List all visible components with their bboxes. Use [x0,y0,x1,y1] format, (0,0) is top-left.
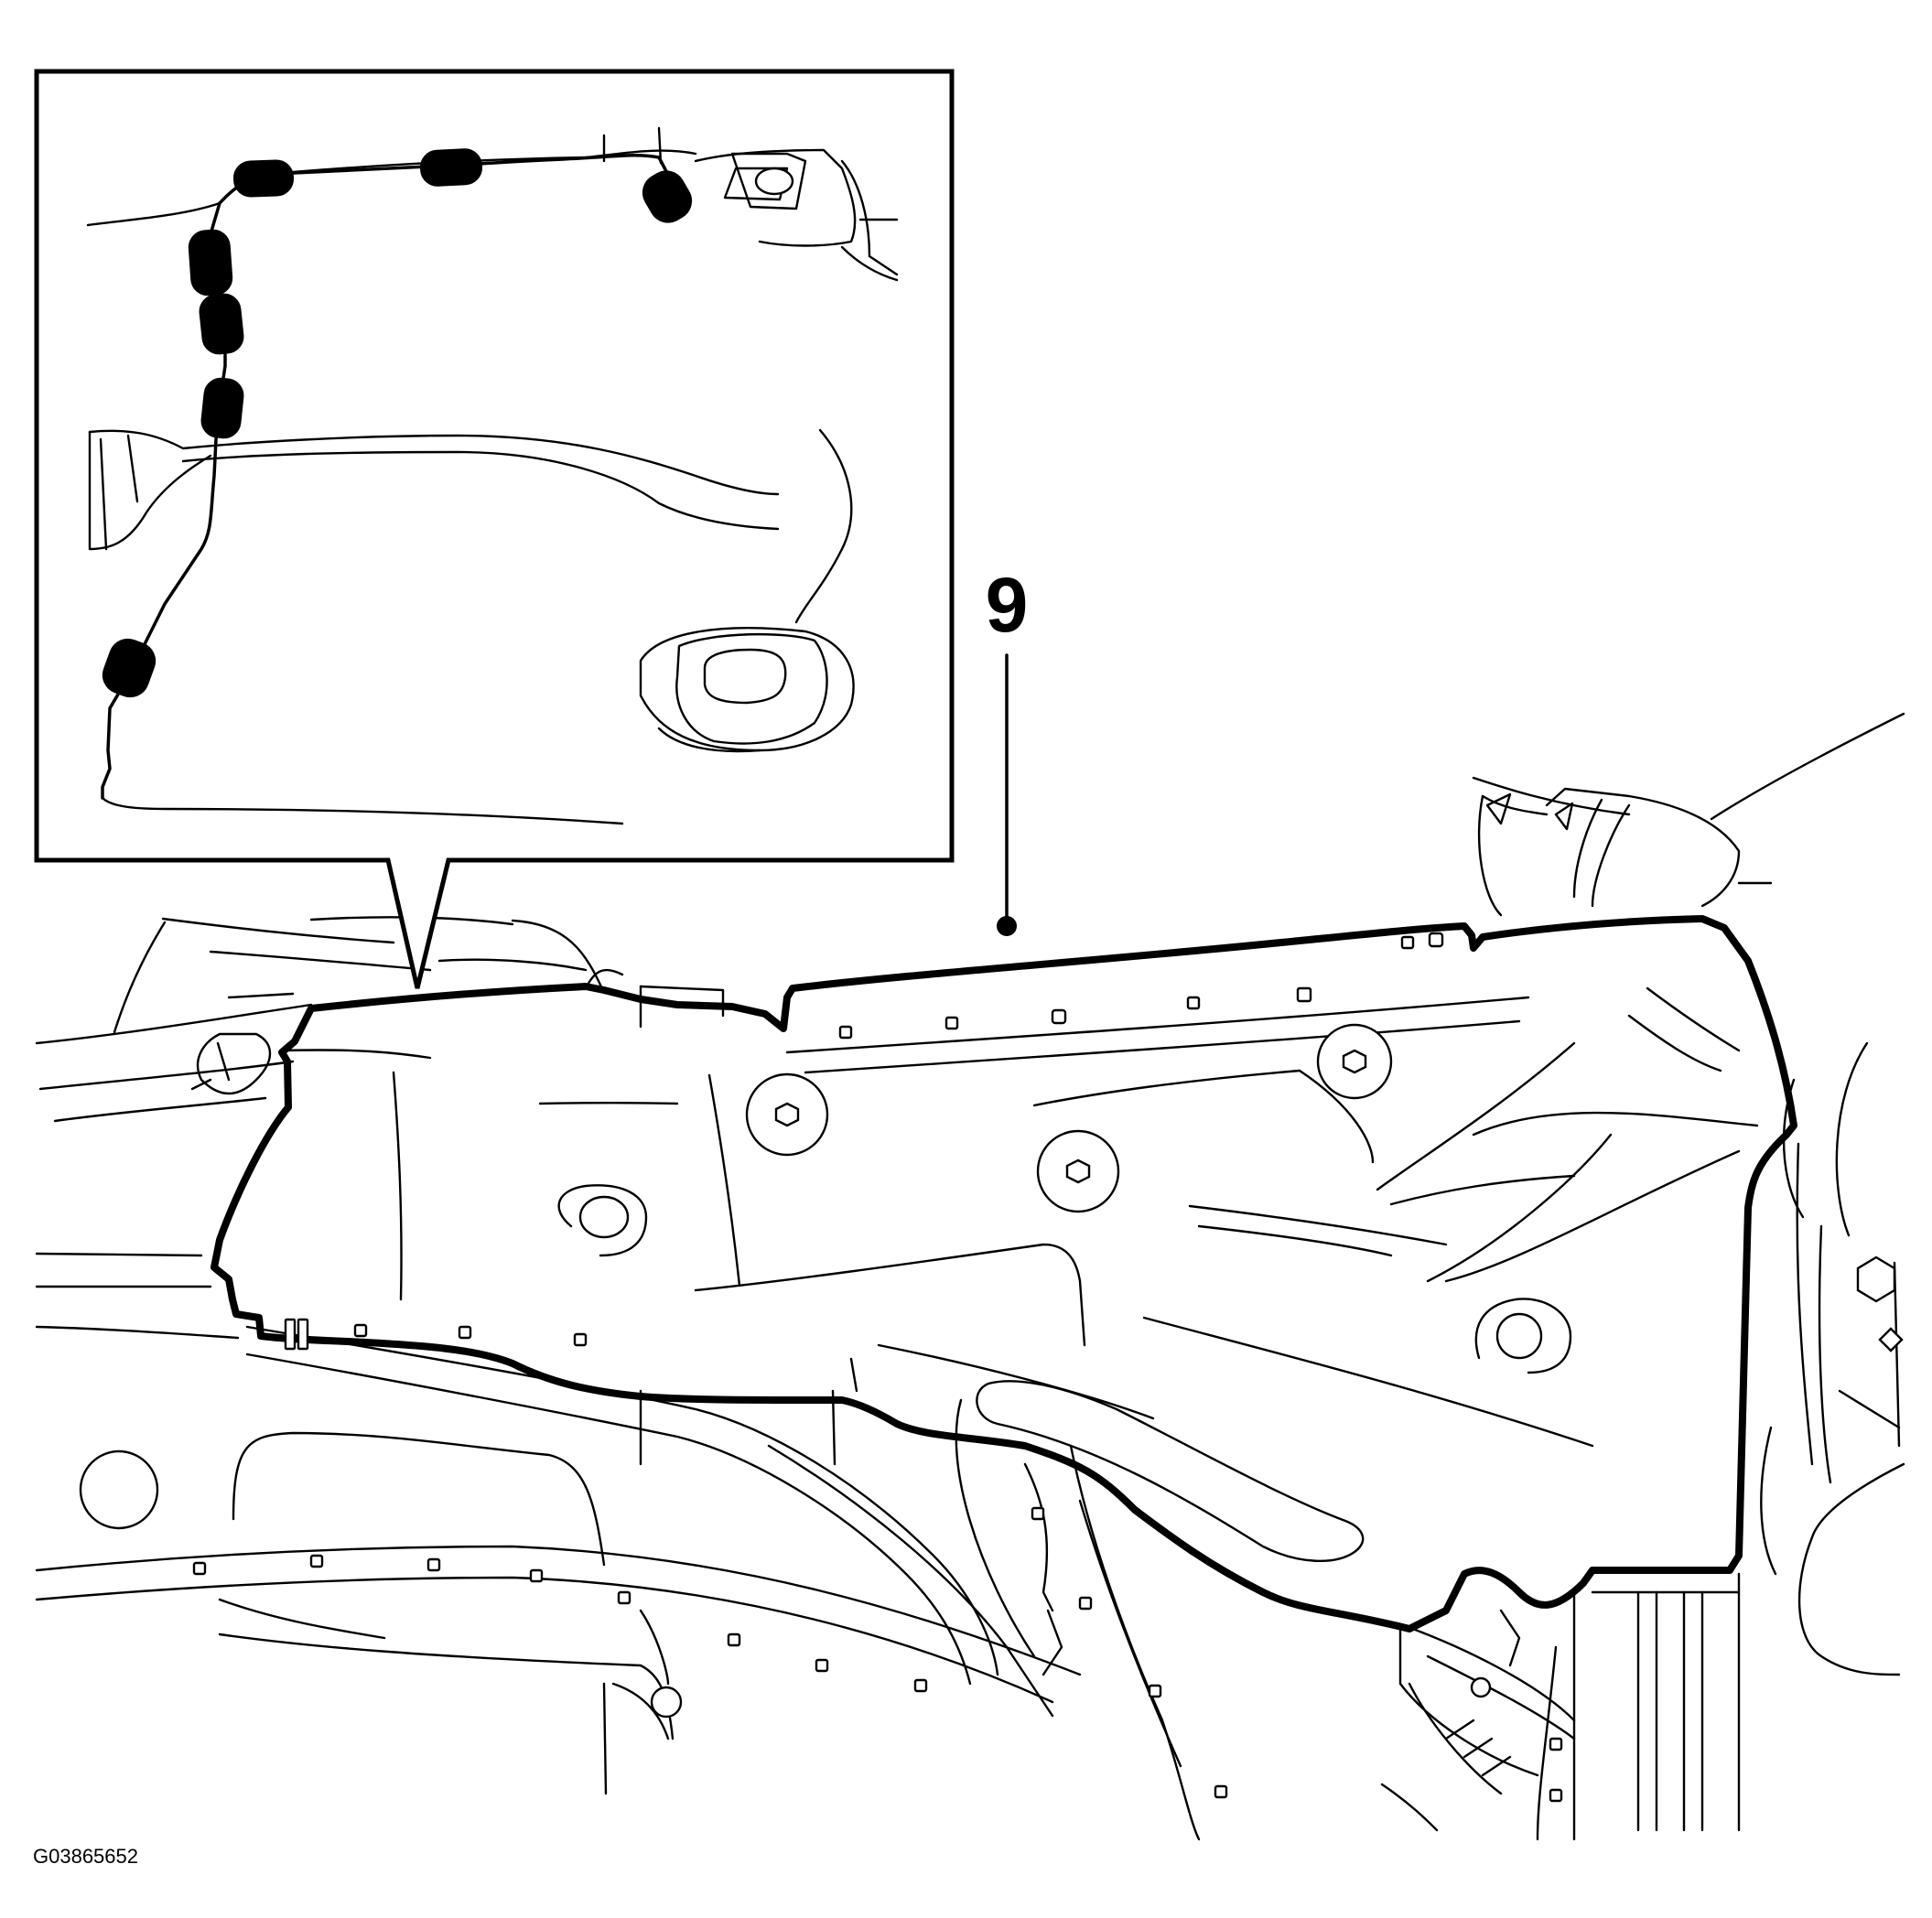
bolt-hole [1856,1255,1896,1303]
bolt-hole [1470,1676,1492,1698]
bolt-hole [79,1449,159,1530]
bolt-hole [650,1686,683,1719]
bolt-hole [745,1072,829,1157]
sealer-outline [210,915,1797,1632]
body-structure-lines [35,712,1905,1841]
detail-inset [34,69,955,989]
spot-weld-holes [192,932,1563,1803]
bolt-hole [1316,1023,1393,1100]
fastener-holes [79,932,1904,1803]
reinforcement-slot [976,1380,1365,1563]
figure-id: G03865652 [33,1845,138,1868]
callout-number-label: 9 [986,562,1029,648]
bolt-hole [1036,1129,1120,1213]
bolt-hole [1474,1298,1572,1374]
callout-leader [997,653,1017,936]
bolt-hole [1878,1327,1904,1352]
bolt-hole [557,1184,648,1257]
